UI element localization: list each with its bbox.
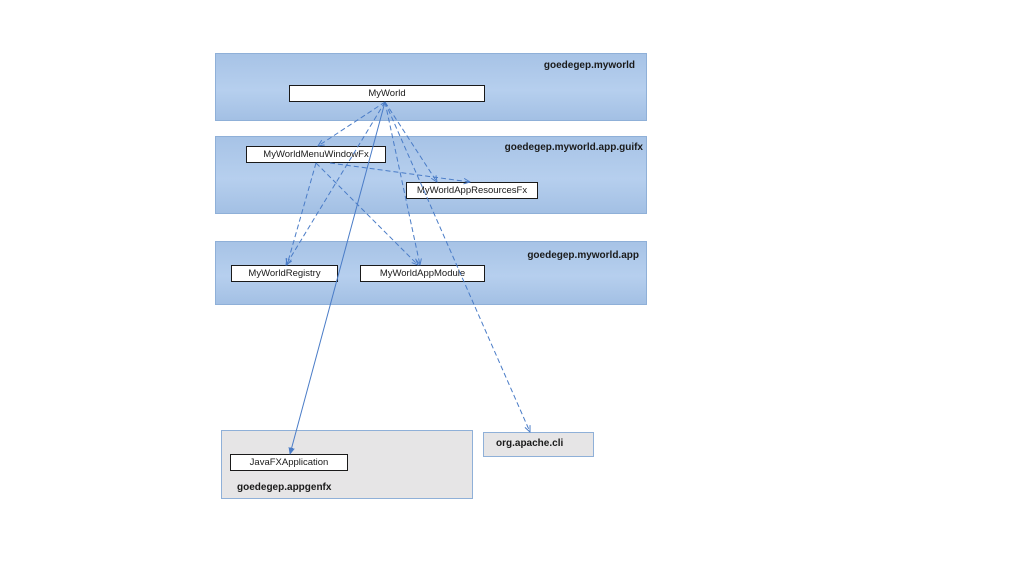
class-menu-window-fx: MyWorldMenuWindowFx (246, 146, 386, 163)
package-myworld-label: goedegep.myworld (543, 60, 635, 71)
class-javafx-application: JavaFXApplication (230, 454, 348, 471)
class-app-module: MyWorldAppModule (360, 265, 485, 282)
package-apache-cli-label: org.apache.cli (496, 438, 564, 449)
class-registry: MyWorldRegistry (231, 265, 338, 282)
package-appgenfx-label: goedegep.appgenfx (237, 482, 332, 493)
class-app-resources-fx: MyWorldAppResourcesFx (406, 182, 538, 199)
package-app-label: goedegep.myworld.app (527, 250, 639, 261)
package-apache-cli: org.apache.cli (483, 432, 594, 457)
class-myworld: MyWorld (289, 85, 485, 102)
package-guifx-label: goedegep.myworld.app.guifx (504, 142, 643, 153)
